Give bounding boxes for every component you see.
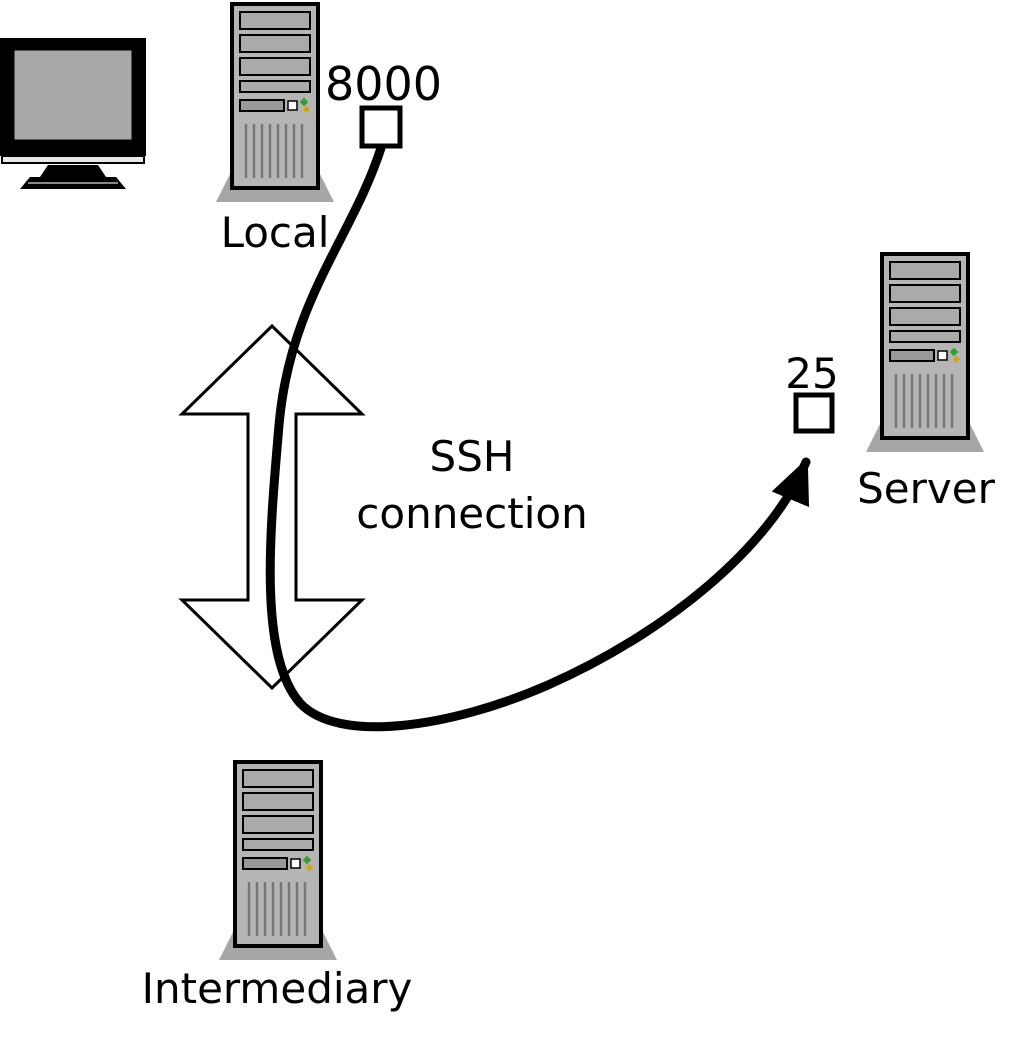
monitor-chin xyxy=(1,155,145,164)
local-port-label: 8000 xyxy=(325,57,442,111)
server-port-box xyxy=(793,392,835,434)
ssh-connection-label-line2: connection xyxy=(356,489,587,538)
local-port-box xyxy=(359,105,403,149)
intermediary-label: Intermediary xyxy=(142,964,413,1013)
monitor-screen xyxy=(11,47,135,143)
tunnel-cable-arrow xyxy=(265,143,811,732)
ssh-connection-label-line1: SSH xyxy=(430,432,515,481)
server-tower-icon xyxy=(864,252,986,454)
local-label: Local xyxy=(221,208,330,257)
monitor-neck xyxy=(40,165,106,177)
local-tower-icon xyxy=(214,2,336,204)
server-port-label: 25 xyxy=(785,349,838,398)
server-label: Server xyxy=(857,464,995,513)
monitor-icon xyxy=(0,38,146,189)
intermediary-tower-icon xyxy=(217,760,339,962)
